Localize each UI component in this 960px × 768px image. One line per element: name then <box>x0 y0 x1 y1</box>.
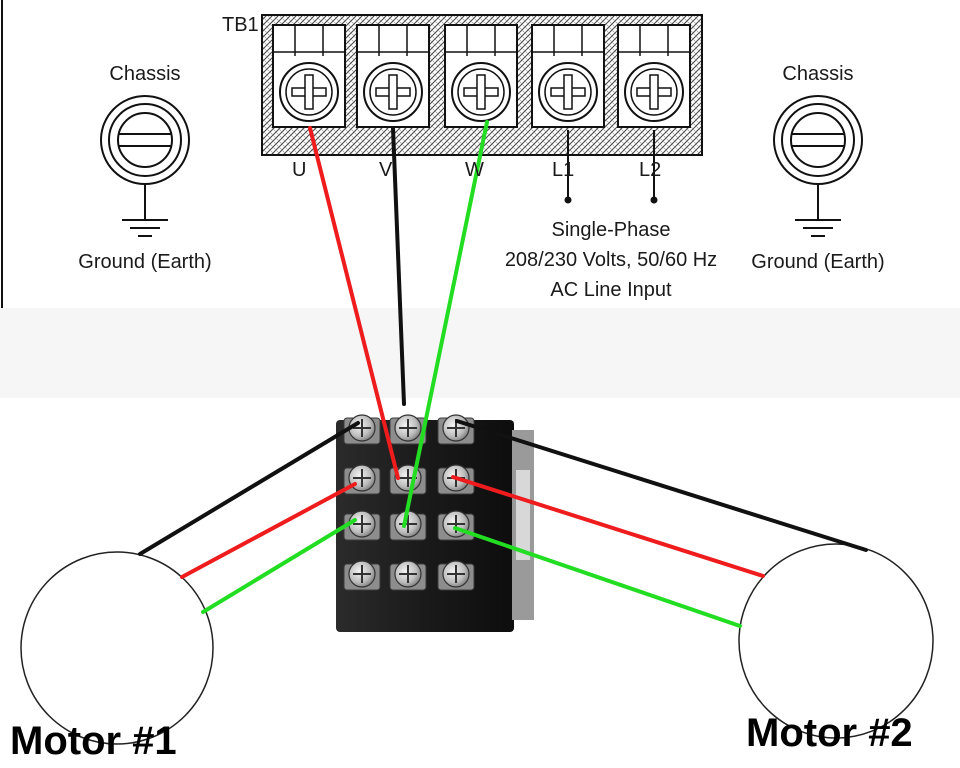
motor1-wire-black <box>138 421 360 556</box>
chassis-screw-left <box>117 112 173 168</box>
motor2-wire-black <box>455 419 868 552</box>
terminal-u <box>272 24 346 128</box>
power-input-line2: 208/230 Volts, 50/60 Hz <box>505 249 717 271</box>
switch-terminal-screw <box>343 510 381 541</box>
chassis-screw-right <box>790 112 846 168</box>
drive-panel <box>0 0 960 398</box>
terminal-label-l2: L2 <box>639 159 661 181</box>
terminal-label-w: W <box>465 159 484 181</box>
wire-u-red <box>308 126 400 480</box>
power-input-line3: AC Line Input <box>550 279 672 301</box>
motor-1-symbol <box>20 551 214 745</box>
wires <box>138 120 868 628</box>
chassis-stud-right-inner <box>781 103 855 177</box>
terminal-label-l1: L1 <box>552 159 574 181</box>
terminal-w <box>444 24 518 128</box>
switch-terminal-screw <box>343 560 381 591</box>
reversing-switch <box>336 414 534 632</box>
terminal-l2 <box>617 24 691 128</box>
panel-lower-band <box>0 308 960 398</box>
chassis-ground-left <box>100 95 190 237</box>
switch-terminal-screw <box>389 510 427 541</box>
ground-right-label: Ground (Earth) <box>751 251 884 273</box>
switch-terminal-screw <box>343 464 381 495</box>
terminal-l1 <box>531 24 605 128</box>
terminal-label-u: U <box>292 159 306 181</box>
ac-input-leads <box>564 130 658 204</box>
chassis-stud-left-inner <box>108 103 182 177</box>
chassis-ground-right <box>773 95 863 237</box>
terminal-label-v: V <box>379 159 393 181</box>
wire-v-black <box>391 126 406 406</box>
motor2-wire-green <box>453 526 742 628</box>
motor-2-label: Motor #2 <box>746 711 913 755</box>
terminal-v <box>356 24 430 128</box>
switch-terminal-screw <box>389 560 427 591</box>
motor-1-label: Motor #1 <box>10 719 177 763</box>
terminal-block-tb1 <box>261 14 703 156</box>
chassis-right-title: Chassis <box>782 63 853 85</box>
terminal-block-label: TB1 <box>222 14 259 36</box>
switch-terminal-screw <box>389 414 427 445</box>
motor2-wire-red <box>451 475 765 578</box>
motor-2-symbol <box>738 543 934 739</box>
ground-left-label: Ground (Earth) <box>78 251 211 273</box>
motor1-wire-green <box>201 518 357 614</box>
switch-terminal-screw <box>437 510 475 541</box>
power-input-line1: Single-Phase <box>552 219 671 241</box>
chassis-left-title: Chassis <box>109 63 180 85</box>
wire-w-green <box>402 120 489 528</box>
motor1-wire-red <box>180 482 357 579</box>
switch-terminal-screw <box>437 560 475 591</box>
